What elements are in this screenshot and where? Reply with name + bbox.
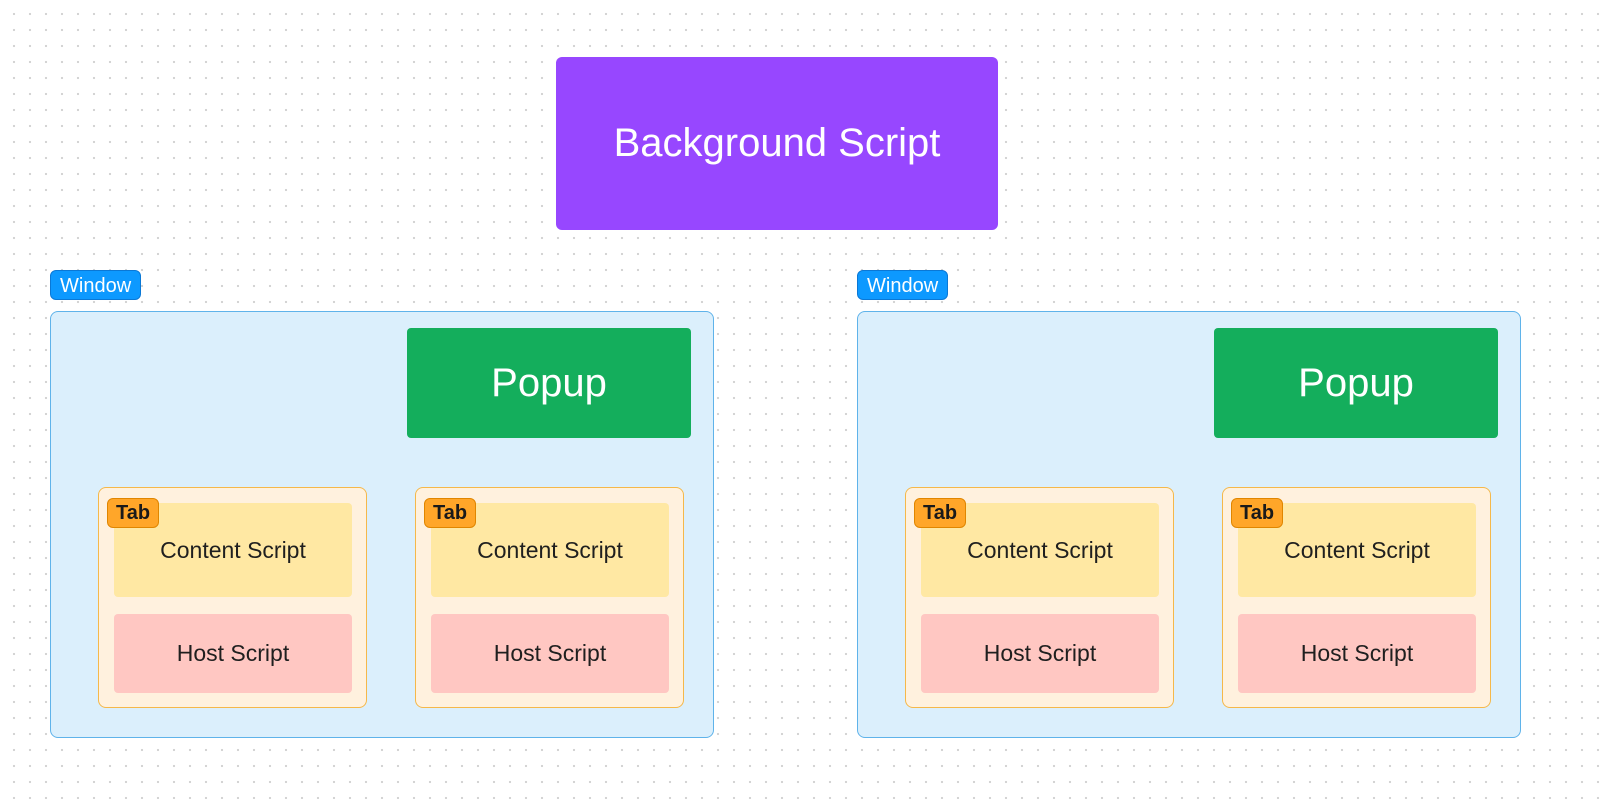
window-1: Popup Tab Content Script Host Script Tab… (50, 311, 714, 738)
background-script-box: Background Script (556, 57, 998, 230)
host-script-box: Host Script (921, 614, 1159, 693)
content-script-label: Content Script (967, 536, 1113, 563)
tab-label: Tab (1231, 498, 1284, 528)
tab-1-2: Tab Content Script Host Script (415, 487, 684, 708)
content-script-label: Content Script (160, 536, 306, 563)
background-script-label: Background Script (613, 121, 941, 165)
content-script-box: Content Script (114, 503, 352, 597)
popup-box-1: Popup (407, 328, 691, 438)
host-script-label: Host Script (1300, 640, 1414, 666)
popup-label: Popup (1298, 360, 1414, 405)
host-script-label: Host Script (983, 640, 1097, 666)
tab-2-2: Tab Content Script Host Script (1222, 487, 1491, 708)
host-script-label: Host Script (493, 640, 607, 666)
popup-label: Popup (491, 360, 607, 405)
tab-label: Tab (424, 498, 477, 528)
host-script-box: Host Script (431, 614, 669, 693)
tab-1-1: Tab Content Script Host Script (98, 487, 367, 708)
content-script-label: Content Script (1284, 536, 1430, 563)
window-2: Popup Tab Content Script Host Script Tab… (857, 311, 1521, 738)
tab-2-1: Tab Content Script Host Script (905, 487, 1174, 708)
host-script-box: Host Script (114, 614, 352, 693)
host-script-box: Host Script (1238, 614, 1476, 693)
tab-label: Tab (914, 498, 967, 528)
window-label-1: Window (50, 270, 142, 300)
tab-label: Tab (107, 498, 160, 528)
popup-box-2: Popup (1214, 328, 1498, 438)
host-script-label: Host Script (176, 640, 290, 666)
window-label-2: Window (857, 270, 949, 300)
content-script-label: Content Script (477, 536, 623, 563)
